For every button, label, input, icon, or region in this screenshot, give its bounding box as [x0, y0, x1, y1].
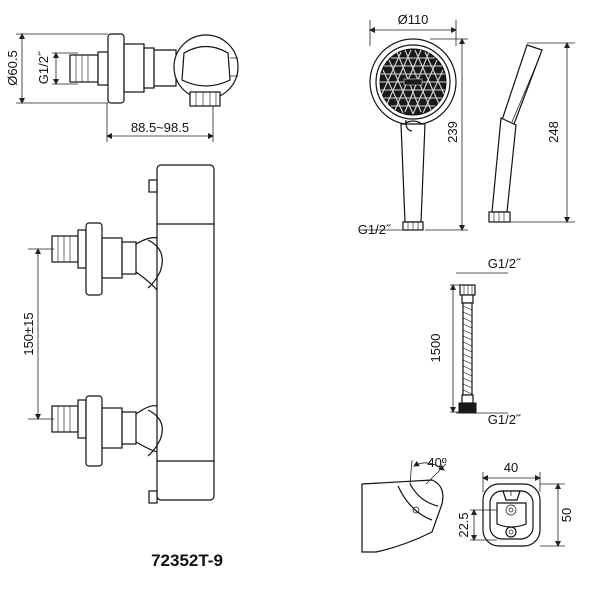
holder-front-view: 40 22.5 50	[456, 460, 574, 547]
mixer-spacing-label: 150±15	[21, 312, 36, 355]
mixer-thread-label: G1/2˝	[36, 50, 51, 84]
shower-diameter-label: Ø110	[398, 12, 429, 27]
mixer-length-label: 88.5~98.5	[131, 120, 189, 135]
hand-shower-side-view: 248	[488, 42, 575, 223]
hand-shower-front-view: Ø110	[358, 12, 468, 237]
shower-thread-label: G1/2˝	[358, 222, 392, 237]
hose-spiral	[462, 305, 473, 395]
holder-angle-label: 40º	[427, 455, 446, 470]
hose-view: G1/2˝ 1500	[428, 256, 522, 427]
hose-thread-top-label: G1/2˝	[488, 256, 522, 271]
holder-width-label: 40	[504, 460, 518, 475]
hose-length-label: 1500	[428, 334, 443, 363]
holder-side-view: 40º	[361, 455, 447, 553]
model-code: 72352T-9	[151, 551, 223, 570]
shower-height-label: 239	[445, 121, 460, 143]
mixer-front-view: 150±15	[21, 164, 215, 504]
holder-depth-label: 22.5	[456, 512, 471, 537]
shower-side-height-label: 248	[546, 121, 561, 143]
mixer-top-view: Ø60.5 G1/2˝ 88.5~98.5	[5, 33, 239, 142]
holder-height-label: 50	[559, 508, 574, 522]
mixer-diameter-label: Ø60.5	[5, 50, 20, 85]
hose-thread-bottom-label: G1/2˝	[488, 412, 522, 427]
spray-pattern	[380, 49, 446, 115]
